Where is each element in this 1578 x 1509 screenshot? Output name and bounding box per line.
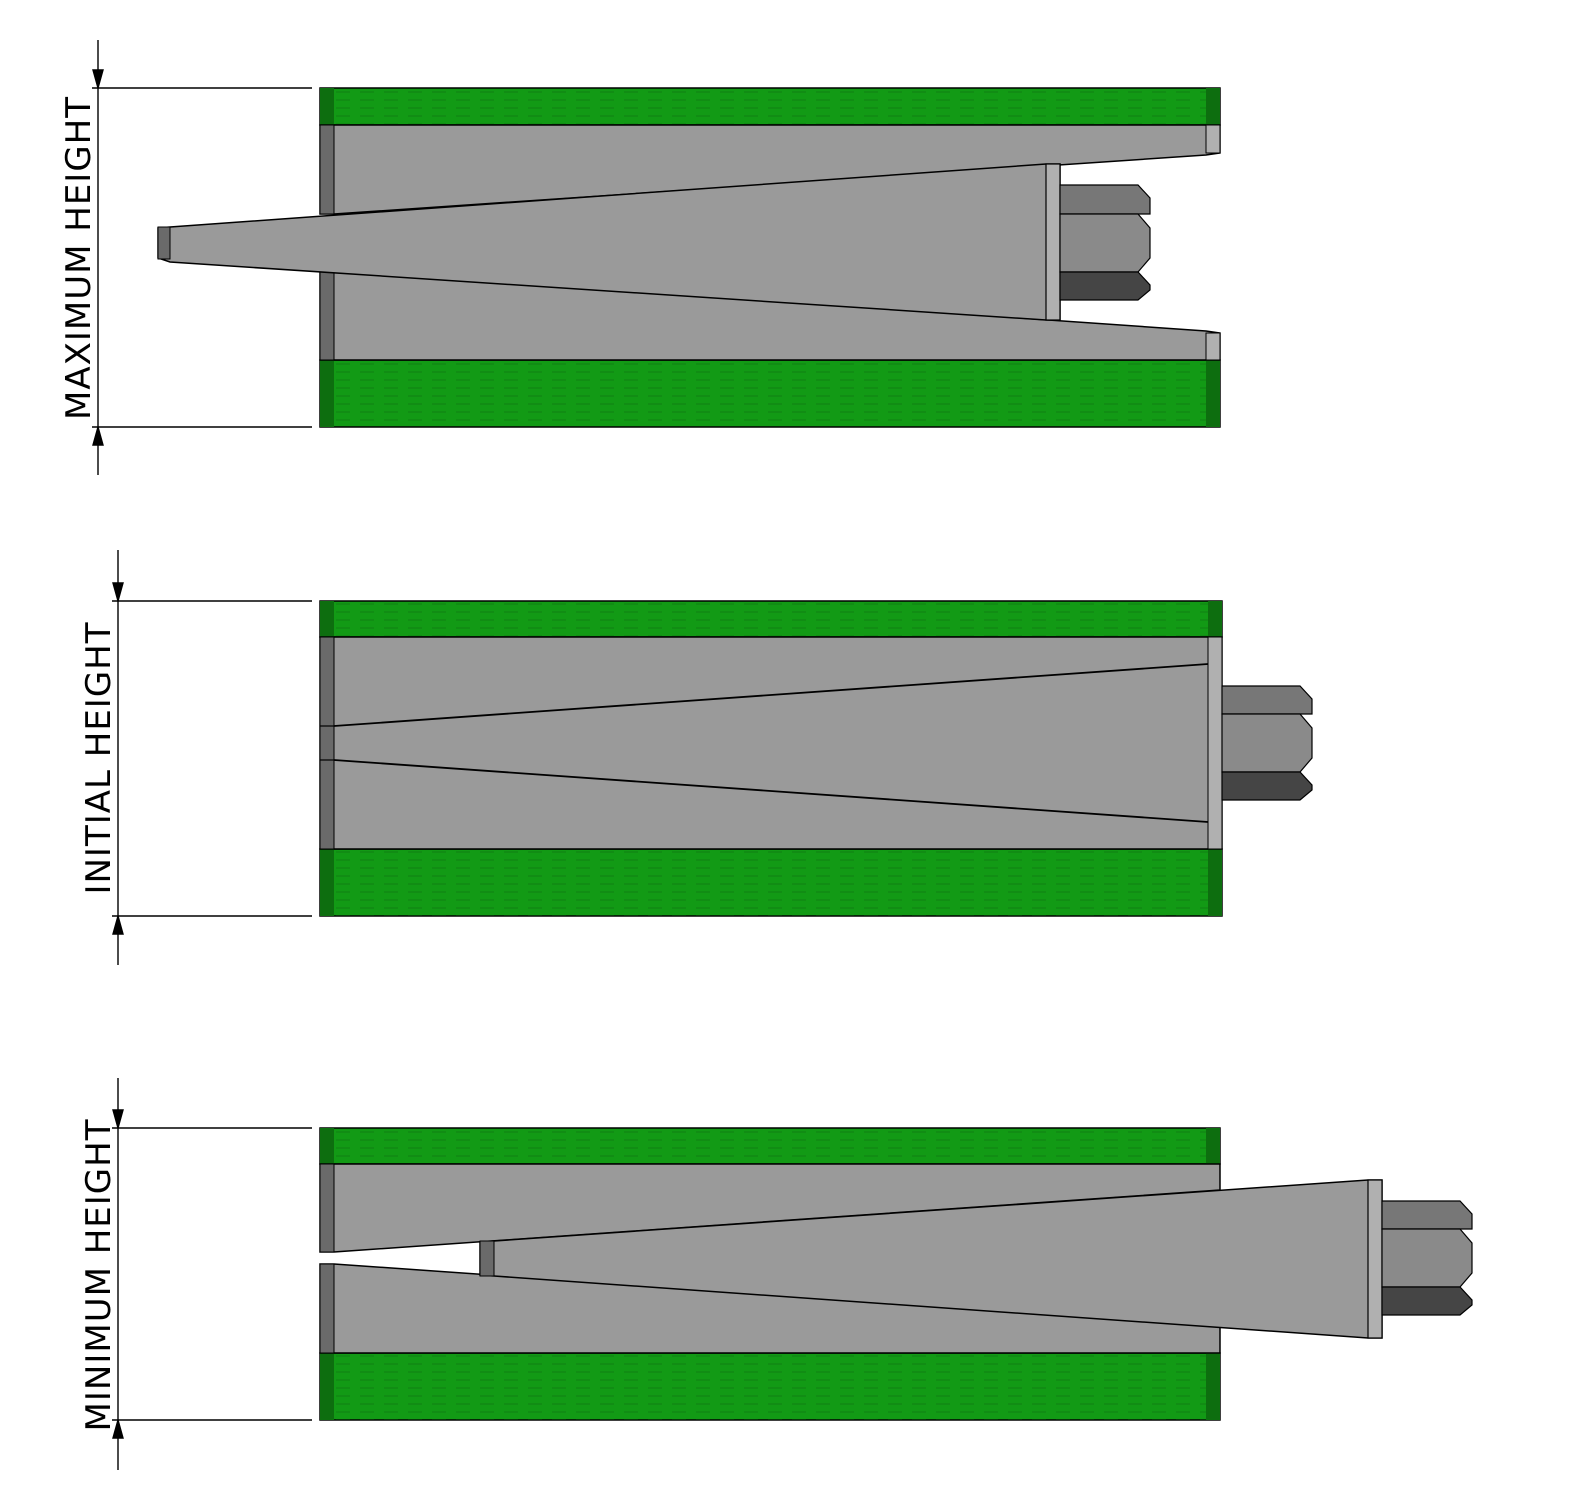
label-initial-height: INITIAL HEIGHT [79,621,119,894]
bottom-plate-max [319,359,1221,428]
bottom-plate-initial [319,848,1223,917]
dimension-max [92,40,312,475]
top-plate-max [319,87,1221,126]
view-minimum-height: MINIMUM HEIGHT [79,1078,1473,1470]
dimension-initial [112,550,312,965]
top-plate-initial [319,600,1223,638]
bottom-plate-min [319,1352,1221,1421]
label-maximum-height: MAXIMUM HEIGHT [59,96,99,420]
dimension-min [112,1078,312,1470]
view-initial-height: INITIAL HEIGHT [79,550,1313,965]
view-maximum-height: MAXIMUM HEIGHT [59,40,1221,475]
hex-nut-min [1381,1200,1473,1316]
top-plate-min [319,1127,1221,1165]
label-minimum-height: MINIMUM HEIGHT [79,1119,119,1432]
hex-nut-initial [1221,685,1313,801]
hex-nut-max [1059,184,1151,301]
wedge-body-initial [319,636,1223,850]
